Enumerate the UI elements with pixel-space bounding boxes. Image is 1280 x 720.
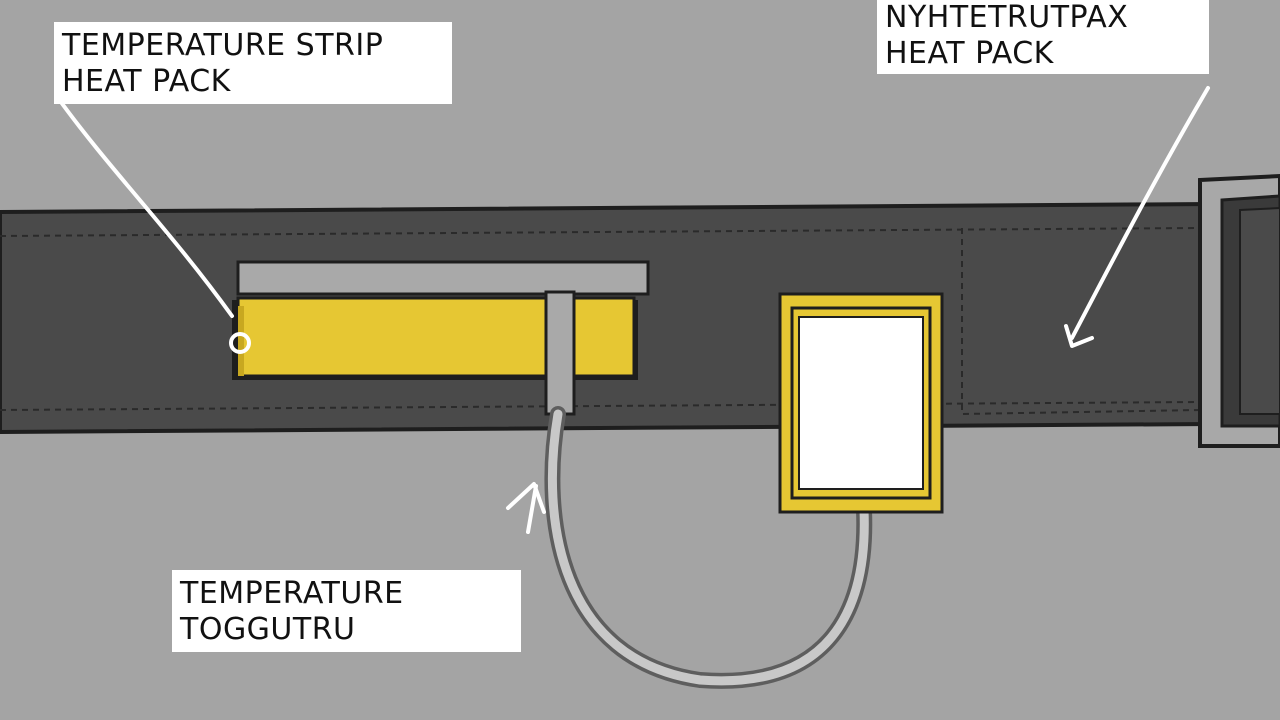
label-heat-pack: NYHTETRUTPAX HEAT PACK: [877, 0, 1209, 74]
label-temperature-toggle-line1: TEMPERATURE: [180, 576, 404, 611]
label-temperature-strip: TEMPERATURE STRIP HEAT PACK: [54, 22, 452, 104]
arrow-cable: [506, 482, 546, 534]
temperature-strip: [232, 296, 638, 380]
label-temperature-toggle: TEMPERATURE TOGGUTRU: [172, 570, 521, 652]
label-temperature-strip-line2: HEAT PACK: [62, 64, 231, 99]
belt-pocket-outline: [961, 228, 1201, 416]
label-heat-pack-line2: HEAT PACK: [885, 36, 1054, 71]
leader-line-pocket: [1064, 86, 1210, 348]
leader-line-strip: [56, 96, 251, 354]
label-temperature-toggle-line2: TOGGUTRU: [180, 612, 356, 647]
label-temperature-strip-line1: TEMPERATURE STRIP: [62, 28, 384, 63]
connector-cable-core: [547, 409, 869, 686]
belt-stitching-top: [0, 227, 1201, 237]
heat-pack: [778, 292, 944, 514]
label-heat-pack-line1: NYHTETRUTPAX: [885, 0, 1129, 35]
belt-stitching-bottom: [0, 401, 1201, 411]
connector-bracket: [236, 260, 650, 416]
belt-buckle: [1198, 173, 1280, 448]
